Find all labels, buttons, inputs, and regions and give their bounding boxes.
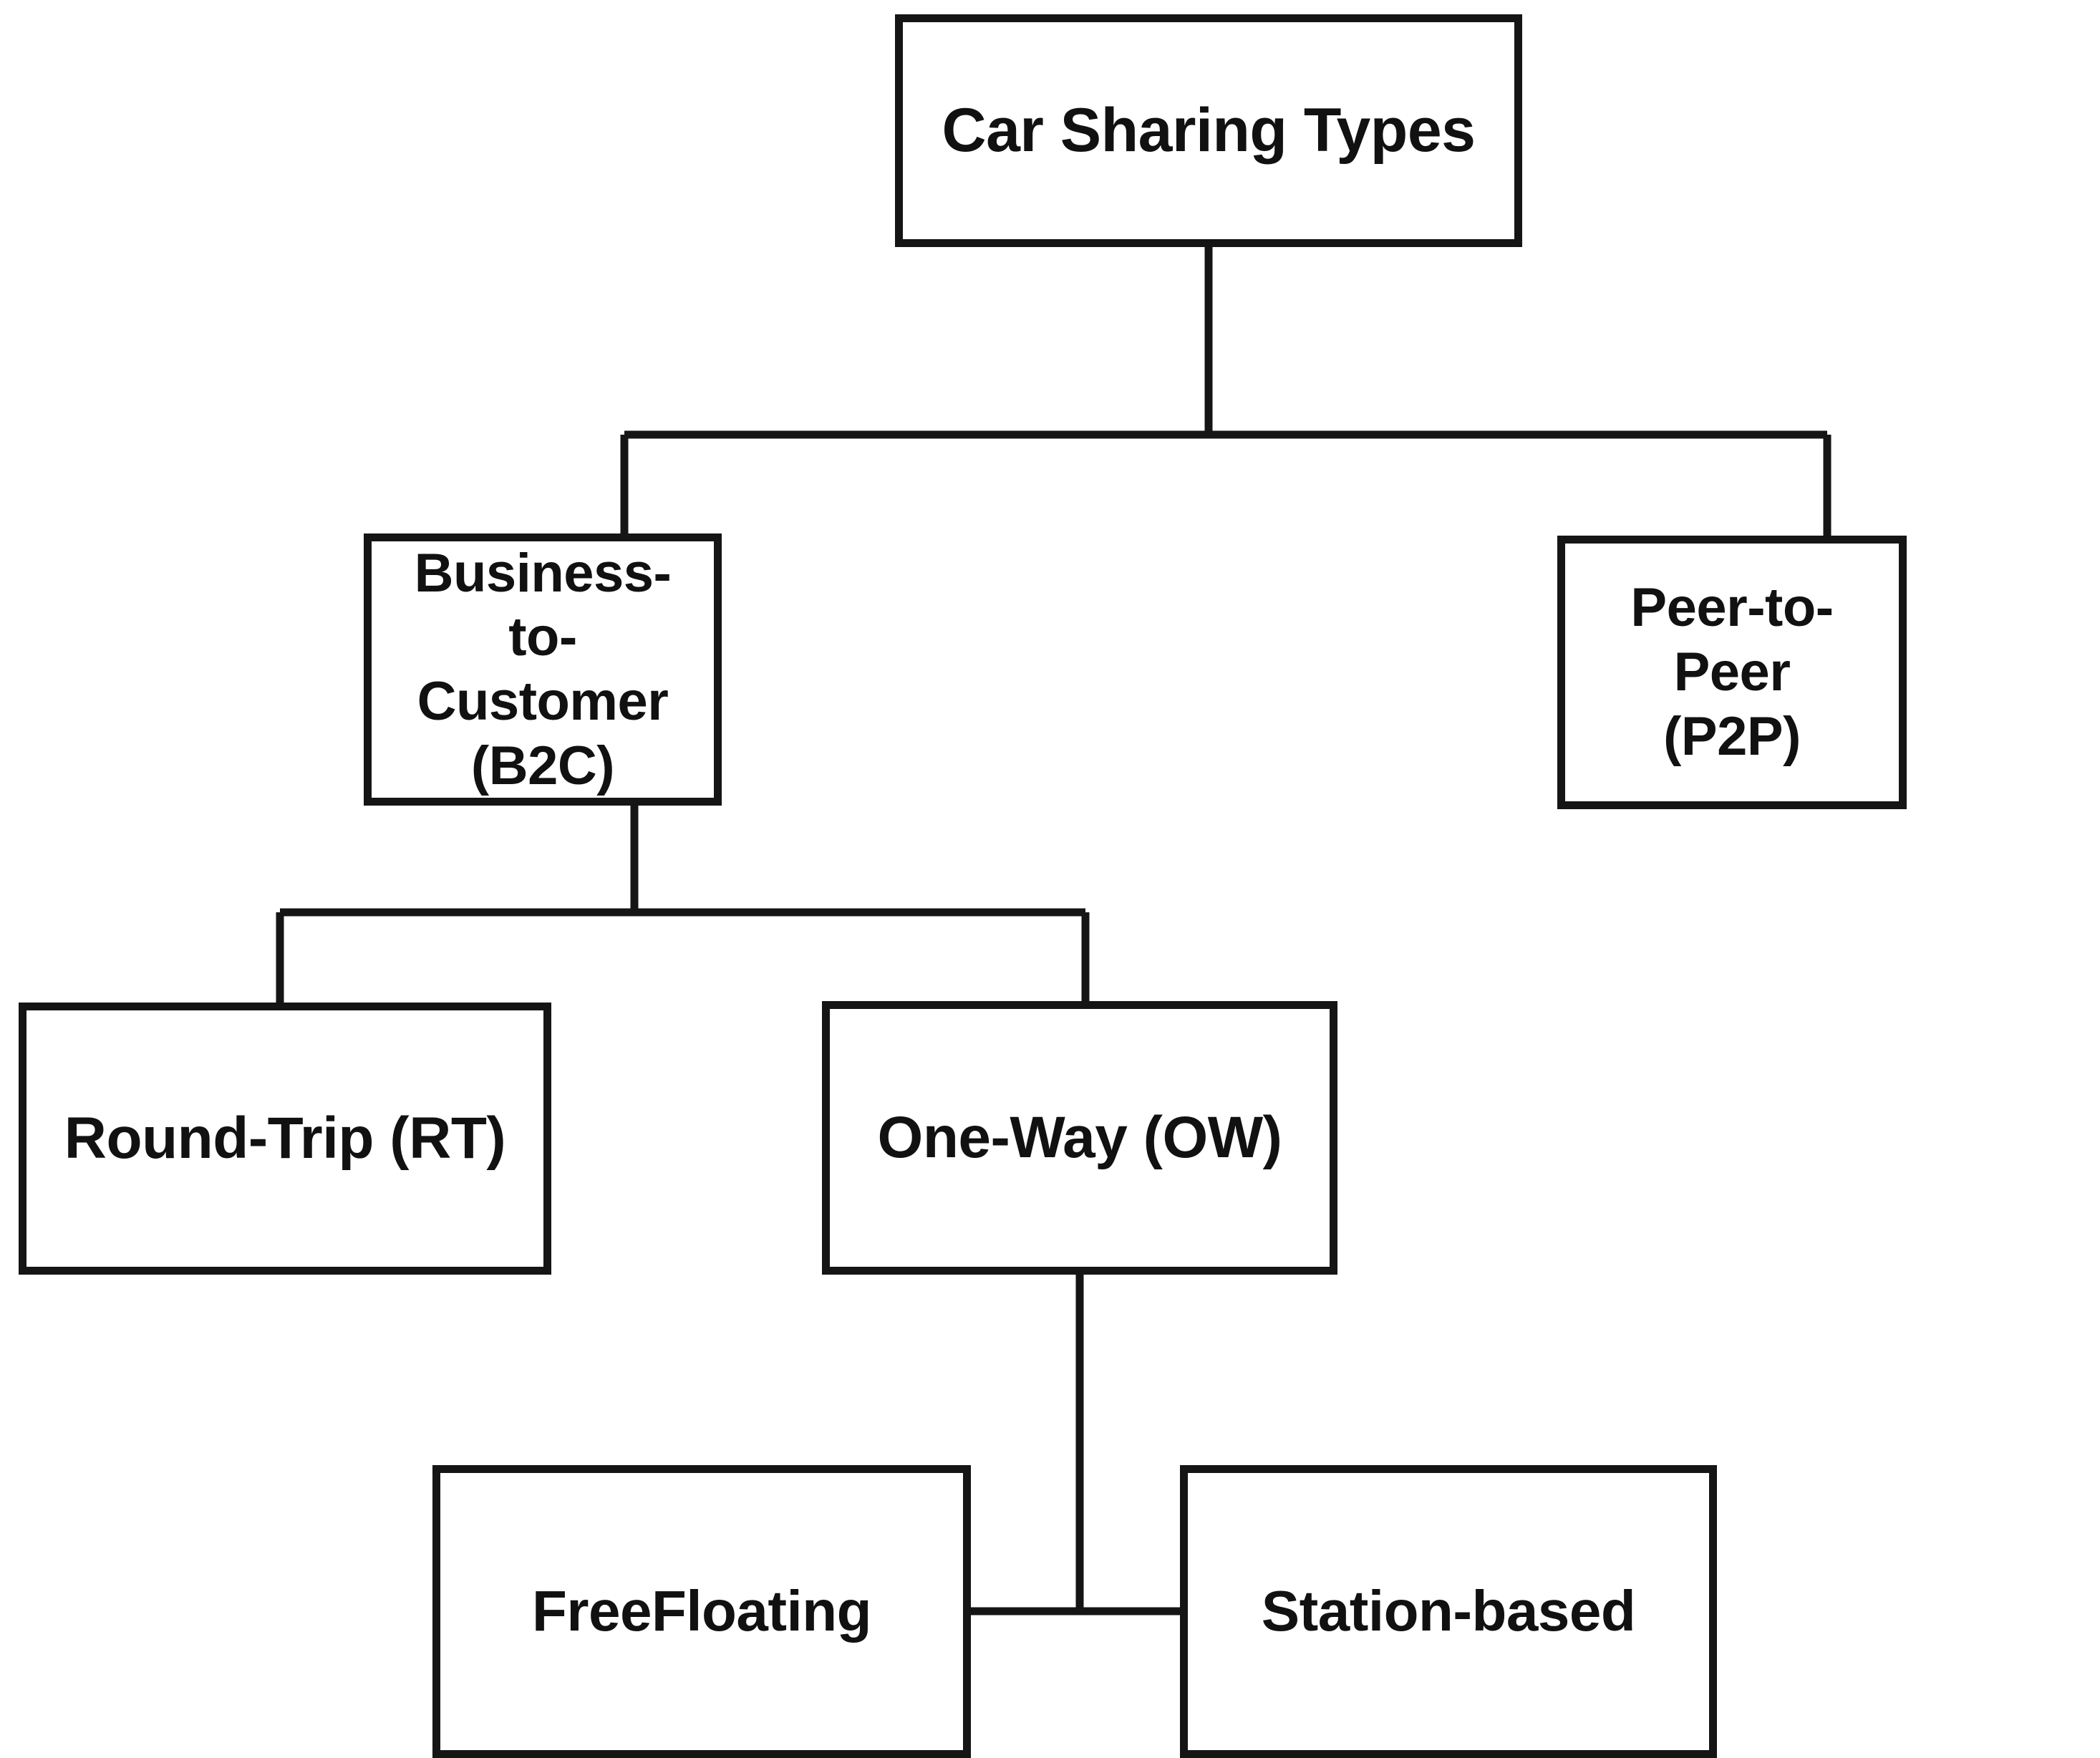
node-car-sharing-types[interactable]: Car Sharing Types (895, 14, 1522, 247)
node-label: Station-based (1261, 1579, 1636, 1643)
node-label: Peer-to-Peer (P2P) (1630, 577, 1834, 767)
node-label: Car Sharing Types (942, 95, 1476, 165)
node-label: Business-to- Customer (B2C) (414, 542, 672, 796)
node-business-to-customer[interactable]: Business-to- Customer (B2C) (364, 533, 722, 806)
node-station-based[interactable]: Station-based (1180, 1465, 1717, 1758)
node-freefloating[interactable]: FreeFloating (432, 1465, 971, 1758)
node-one-way[interactable]: One-Way (OW) (822, 1001, 1337, 1275)
node-peer-to-peer[interactable]: Peer-to-Peer (P2P) (1557, 536, 1907, 809)
node-label: Round-Trip (RT) (64, 1105, 506, 1171)
node-label: FreeFloating (531, 1579, 872, 1643)
node-label: One-Way (OW) (877, 1104, 1282, 1170)
node-round-trip[interactable]: Round-Trip (RT) (19, 1003, 551, 1275)
